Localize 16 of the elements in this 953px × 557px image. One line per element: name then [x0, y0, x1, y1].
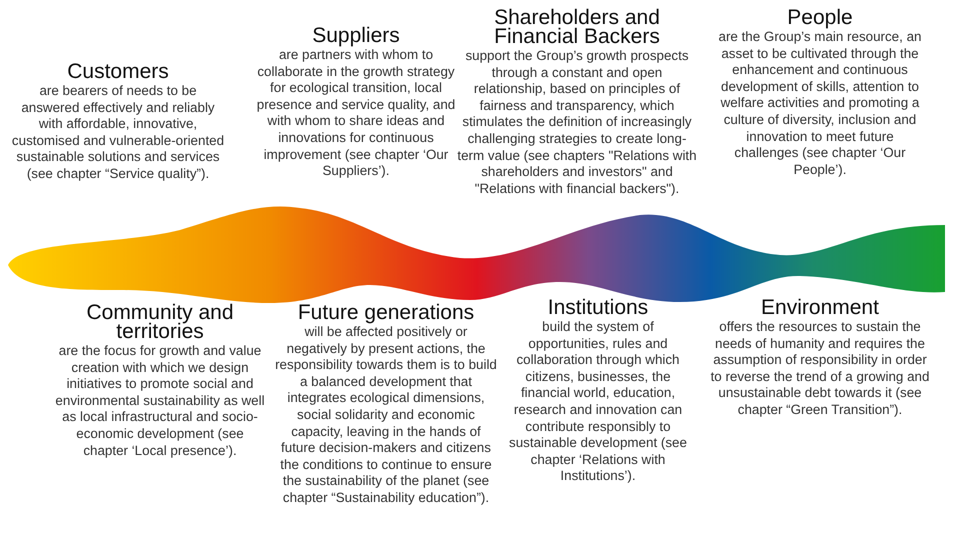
stakeholder-heading: Environment — [760, 298, 880, 317]
description-text: are partners with whom to collaborate in the growth strategy for ecological transition, local presence and service quality, and with whom to share ideas and innovations for continuous improvement (see chapter ‘Our Suppliers’). — [256, 47, 456, 180]
stakeholder-heading: Shareholders and Financial Backers — [493, 8, 661, 46]
description-text: support the Group’s growth prospects through a constant and open relationship, based on principles of fairness and transparency, which stimulates the definition of increasingly challenging strategies to create long-term value (see chapters "Relations with shareholders and investors" and "Relations with financial backers"). — [457, 48, 697, 198]
stakeholder-heading: Customers — [66, 62, 170, 81]
description-text: will be affected positively or negatively by present actions, the responsibility towards them is to build a balanced development that integrates ecological dimensions, social solidarity and economic capacity, leaving in the hands of future decision-makers and citizens the conditions to continue to ensure the sustainability of the planet (see chapter “Sustainability education”). — [274, 324, 498, 507]
description-text: are bearers of needs to be answered effectively and reliably with affordable, innovative, customised and vulnerable-oriented sustainable solutions and services (see chapter “Service quality”). — [10, 83, 226, 183]
description-text: are the Group’s main resource, an asset to be cultivated through the enhancement and continuous development of skills, attention to welfare activities and promoting a culture of diversity, inclusion and innovation to meet future challenges (see chapter ‘Our People’). — [718, 29, 922, 178]
description-text: build the system of opportunities, rules and collaboration through which citizens, businesses, the financial world, education, research and innovation can contribute responsibly to sustainable development (see chapter ‘Relations with Institutions’). — [508, 319, 688, 485]
description-text: offers the resources to sustain the needs of humanity and requires the assumption of responsibility in order to reverse the trend of a growing and unsustainable debt towards it (see chapter “Green Transition”). — [710, 319, 930, 419]
stakeholder-heading: Community and territories — [85, 303, 235, 341]
stakeholder-heading: People — [786, 8, 854, 27]
stakeholder-heading: Suppliers — [311, 26, 401, 45]
stakeholder-heading: Future generations — [296, 303, 476, 322]
stakeholder-heading: Institutions — [546, 298, 650, 317]
description-text: are the focus for growth and value creation with which we design initiatives to promote social and environmental sustainability as well as local infrastructural and socio-economic development (see chapter ‘Local presence’). — [55, 343, 265, 460]
